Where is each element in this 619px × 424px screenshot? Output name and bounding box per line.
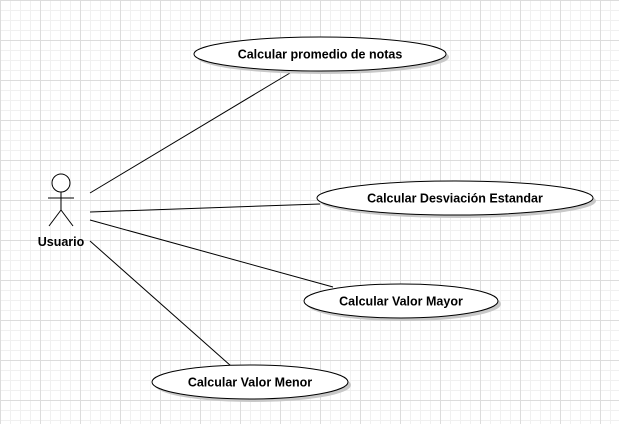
- use-case-mayor-ellipse: [303, 283, 499, 319]
- use-case-promedio-ellipse: [193, 36, 447, 72]
- association-desviacion[interactable]: [89, 203, 321, 213]
- use-case-menor-label: Calcular Valor Menor: [188, 375, 312, 389]
- use-case-desviacion[interactable]: Calcular Desviación Estandar: [316, 180, 596, 218]
- actor-head: [51, 173, 71, 193]
- use-case-desviacion-label: Calcular Desviación Estandar: [367, 191, 543, 205]
- use-case-desviacion-ellipse: [316, 180, 594, 216]
- use-case-mayor[interactable]: Calcular Valor Mayor: [303, 283, 501, 321]
- actor-name: Usuario: [38, 235, 85, 249]
- association-promedio[interactable]: [89, 72, 291, 194]
- associations: [89, 72, 334, 367]
- use-case-menor[interactable]: Calcular Valor Menor: [151, 364, 351, 402]
- use-case-promedio-label: Calcular promedio de notas: [238, 47, 403, 61]
- association-menor[interactable]: [89, 240, 232, 367]
- use-case-mayor-label: Calcular Valor Mayor: [339, 294, 463, 308]
- actor-left-leg: [48, 209, 62, 227]
- use-case-promedio[interactable]: Calcular promedio de notas: [193, 36, 449, 74]
- actor-usuario[interactable]: [48, 173, 74, 227]
- association-mayor[interactable]: [89, 219, 334, 288]
- actor-right-leg: [60, 209, 74, 227]
- use-case-menor-ellipse: [151, 364, 349, 400]
